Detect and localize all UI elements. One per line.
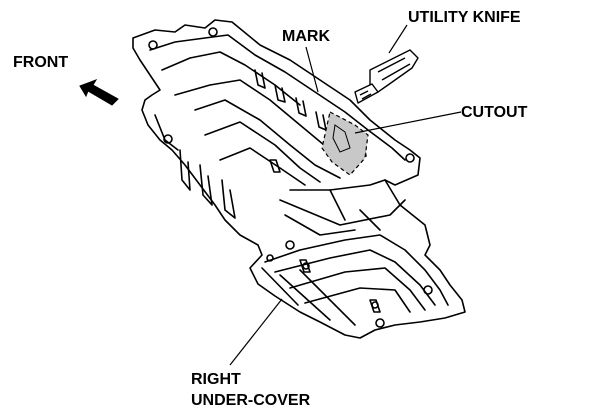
mark-label: MARK <box>282 28 330 45</box>
lower-pan-rim <box>264 234 449 306</box>
under-cover-outline <box>132 19 466 339</box>
front-arrow-icon <box>79 79 119 106</box>
cutout-region <box>321 111 369 176</box>
front-label: FRONT <box>13 54 69 71</box>
right-under-cover-label-line1: RIGHT <box>191 371 241 388</box>
upper-rim <box>149 34 406 161</box>
utility-knife-label: UTILITY KNIFE <box>408 9 521 26</box>
utility-knife-icon <box>354 49 419 104</box>
right-under-cover-label-line2: UNDER-COVER <box>191 392 311 409</box>
cutout-label: CUTOUT <box>461 104 528 121</box>
leader-lines <box>229 24 462 366</box>
upper-trough-left <box>161 51 301 106</box>
